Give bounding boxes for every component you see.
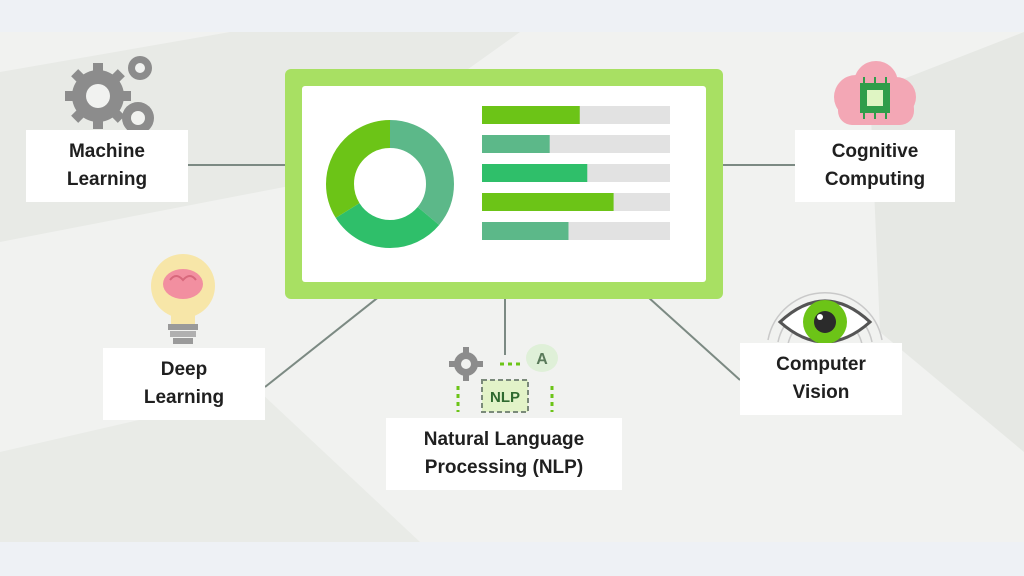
bar-list — [482, 106, 670, 240]
node-nlp: Natural Language Processing (NLP) — [386, 418, 622, 490]
nlp-chip-icon: A NLP — [449, 344, 558, 413]
bubble-label: A — [536, 351, 548, 368]
node-label-line2: Processing (NLP) — [424, 457, 584, 478]
bar-fill-3 — [482, 193, 614, 211]
node-cognitive-computing: Cognitive Computing — [795, 130, 955, 202]
node-label-line2: Computing — [824, 169, 926, 190]
connector-vision — [637, 287, 741, 381]
brain-bulb-icon — [151, 254, 215, 344]
node-label-line2: Vision — [792, 382, 850, 403]
node-label-line1: Cognitive — [831, 141, 919, 162]
eye-icon — [767, 291, 883, 345]
chip-label: NLP — [490, 389, 520, 406]
gears-icon — [65, 56, 154, 134]
bar-fill-2 — [482, 164, 588, 182]
node-label-line2: Learning — [66, 169, 148, 190]
connector-deep — [264, 287, 391, 388]
donut-segment-2 — [326, 120, 454, 248]
node-label-line1: Natural Language — [423, 429, 585, 450]
node-label-line1: Computer — [776, 354, 866, 375]
diagram-canvas: Machine Learning Cognitive Computing — [0, 32, 1024, 542]
bar-fill-1 — [482, 135, 550, 153]
donut-segment-1 — [326, 120, 454, 248]
donut-chart — [326, 120, 454, 248]
bar-fill-4 — [482, 222, 569, 240]
node-computer-vision: Computer Vision — [740, 343, 902, 415]
node-label-line2: Learning — [143, 387, 225, 408]
cloud-chip-icon — [834, 61, 916, 125]
node-machine-learning: Machine Learning — [26, 130, 188, 202]
dashboard-monitor — [285, 69, 723, 299]
node-label-line1: Deep — [160, 359, 208, 380]
node-deep-learning: Deep Learning — [103, 348, 265, 420]
dashboard-screen — [302, 86, 706, 282]
node-label-line1: Machine — [68, 141, 145, 162]
screen-graphics — [326, 106, 670, 248]
bar-fill-0 — [482, 106, 580, 124]
